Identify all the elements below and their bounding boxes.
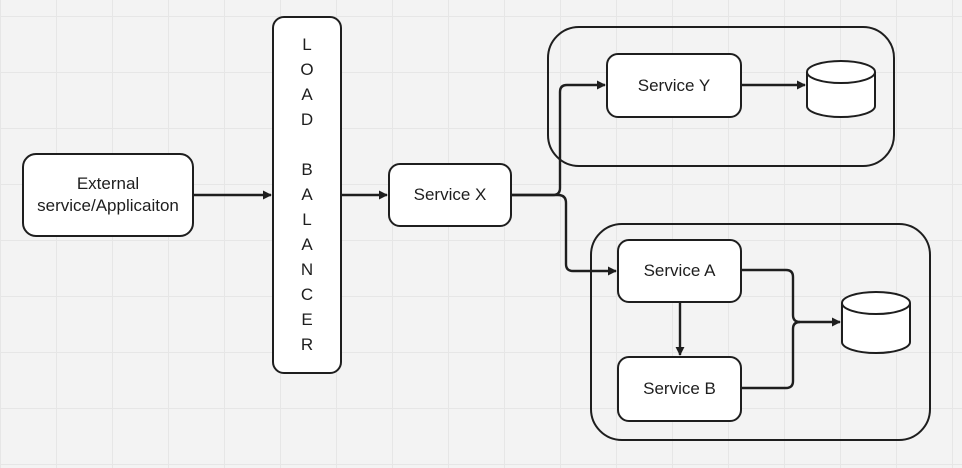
lb-letter: N [300, 259, 314, 279]
edge-service-b-to-db-ab [742, 320, 801, 390]
lb-letter: A [301, 84, 313, 104]
database-y-icon [806, 60, 876, 118]
group-service-a-b [590, 223, 931, 441]
lb-letter: R [300, 334, 314, 354]
lb-letter: C [300, 284, 314, 304]
service-b-label: Service B [643, 379, 716, 398]
lb-letter: A [301, 234, 313, 254]
service-y-node[interactable]: Service Y [606, 53, 742, 118]
external-service-label-line2: service/Applicaiton [37, 196, 179, 215]
service-x-label: Service X [413, 185, 487, 204]
lb-letter: A [301, 184, 313, 204]
lb-letter: D [300, 109, 314, 129]
service-a-label: Service A [643, 261, 716, 280]
service-a-node[interactable]: Service A [617, 239, 742, 303]
external-service-node[interactable]: External service/Applicaiton [22, 153, 194, 237]
service-x-node[interactable]: Service X [388, 163, 512, 227]
group-service-y [547, 26, 895, 167]
lb-letter: E [301, 309, 313, 329]
load-balancer-node[interactable]: L O A D B A L A N C E R [272, 16, 342, 374]
load-balancer-label: L O A D B A L A N C E R [300, 32, 313, 357]
database-ab-icon [841, 291, 911, 354]
edge-service-x-to-service-a [511, 193, 617, 276]
external-service-label-line1: External [76, 174, 140, 193]
lb-letter: O [300, 59, 314, 79]
service-y-label: Service Y [637, 75, 711, 95]
lb-letter: L [302, 209, 312, 229]
lb-letter: L [302, 34, 312, 54]
lb-letter: B [301, 159, 313, 179]
service-b-node[interactable]: Service B [617, 356, 742, 422]
